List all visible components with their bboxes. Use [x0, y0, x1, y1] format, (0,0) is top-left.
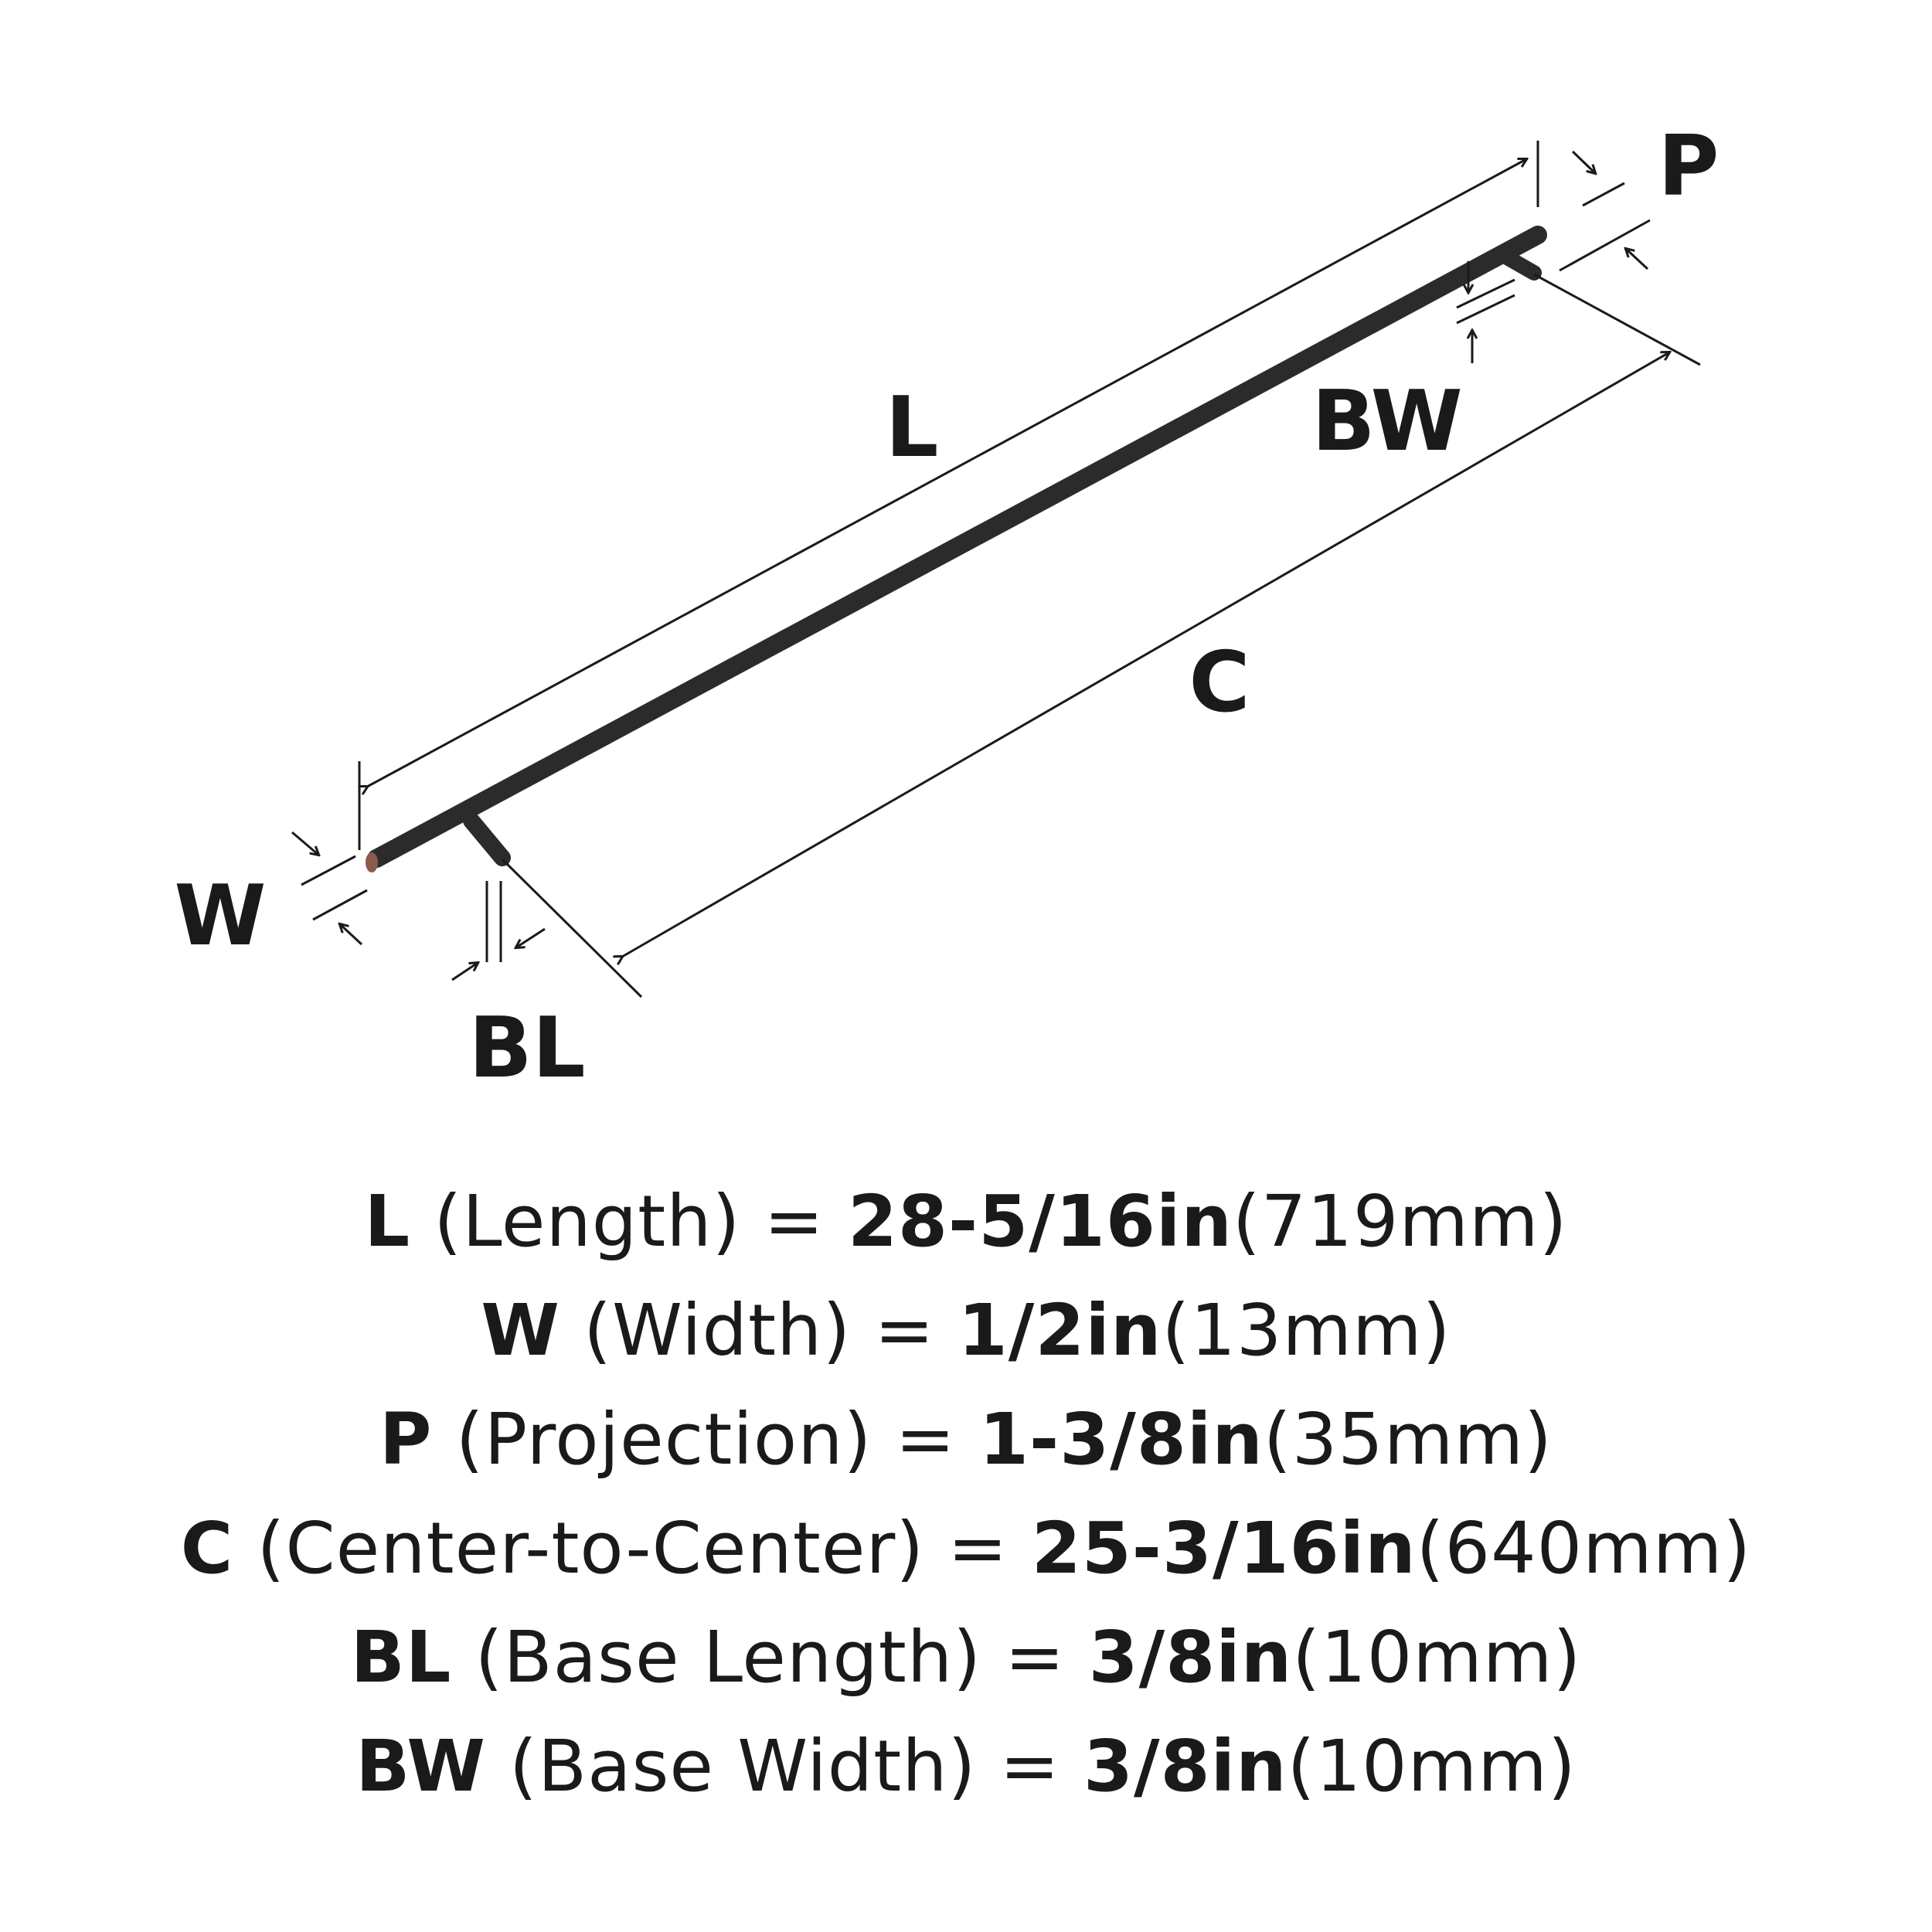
spec-desc: (Base Length) = — [451, 1616, 1089, 1699]
spec-inch: 1-3/8in — [979, 1398, 1264, 1481]
spec-desc: (Length) = — [410, 1180, 849, 1263]
spec-key: BW — [355, 1725, 486, 1808]
spec-key: W — [481, 1289, 560, 1372]
left-post — [463, 812, 511, 866]
spec-key: L — [364, 1180, 411, 1263]
spec-mm: (35mm) — [1263, 1398, 1553, 1481]
pull-handle-diagram: L C W P BW BL — [174, 118, 1719, 1097]
spec-desc: (Center-to-Center) = — [233, 1507, 1032, 1590]
spec-mm: (640mm) — [1416, 1507, 1752, 1590]
spec-key: P — [379, 1398, 433, 1481]
spec-width: W (Width) = 1/2in(13mm) — [0, 1276, 1932, 1385]
bar-handle — [366, 226, 1547, 872]
spec-key: BL — [350, 1616, 452, 1699]
specifications-list: L (Length) = 28-5/16in(719mm) W (Width) … — [0, 1167, 1932, 1821]
spec-inch: 28-5/16in — [848, 1180, 1233, 1263]
spec-key: C — [180, 1507, 234, 1590]
spec-base-width: BW (Base Width) = 3/8in(10mm) — [0, 1712, 1932, 1821]
projection-dimension: P — [1559, 118, 1719, 272]
length-dimension: L — [359, 141, 1539, 850]
base-length-dimension: BL — [451, 881, 586, 1097]
spec-desc: (Base Width) = — [485, 1725, 1083, 1808]
label-BW: BW — [1311, 373, 1463, 470]
spec-inch: 3/8in — [1083, 1725, 1287, 1808]
spec-mm: (719mm) — [1232, 1180, 1568, 1263]
label-W: W — [174, 868, 266, 964]
label-L: L — [886, 379, 939, 476]
spec-center-to-center: C (Center-to-Center) = 25-3/16in(640mm) — [0, 1494, 1932, 1603]
label-C: C — [1189, 634, 1250, 731]
spec-mm: (10mm) — [1292, 1616, 1582, 1699]
bar-end-cap — [366, 852, 378, 872]
spec-desc: (Projection) = — [432, 1398, 979, 1481]
center-to-center-dimension: C — [501, 273, 1701, 998]
spec-mm: (10mm) — [1287, 1725, 1577, 1808]
right-post — [1499, 250, 1542, 281]
spec-inch: 25-3/16in — [1031, 1507, 1417, 1590]
label-BL: BL — [468, 1000, 585, 1097]
base-width-dimension: BW — [1311, 261, 1515, 470]
spec-mm: (13mm) — [1162, 1289, 1451, 1372]
spec-inch: 3/8in — [1088, 1616, 1293, 1699]
spec-base-length: BL (Base Length) = 3/8in(10mm) — [0, 1603, 1932, 1712]
label-P: P — [1658, 118, 1719, 215]
spec-inch: 1/2in — [957, 1289, 1162, 1372]
bar-body — [367, 226, 1547, 868]
spec-desc: (Width) = — [560, 1289, 958, 1372]
width-dimension: W — [174, 831, 368, 964]
spec-length: L (Length) = 28-5/16in(719mm) — [0, 1167, 1932, 1276]
spec-projection: P (Projection) = 1-3/8in(35mm) — [0, 1385, 1932, 1494]
